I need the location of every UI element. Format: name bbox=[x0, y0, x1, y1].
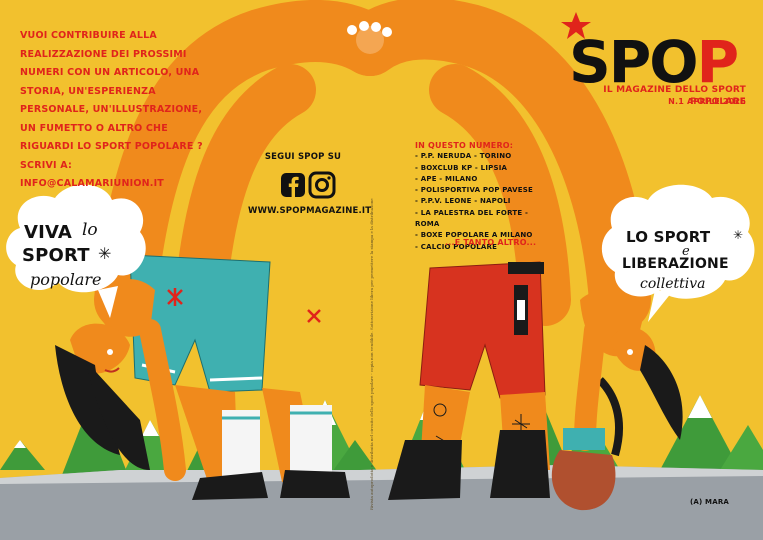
left-bubble-asterisk-icon: ✳ bbox=[98, 246, 112, 263]
red-star-icon bbox=[561, 12, 591, 39]
right-bubble-line4: collettiva bbox=[640, 276, 706, 292]
left-speech-bubble bbox=[6, 184, 146, 318]
spop-logo: SPOP bbox=[569, 28, 739, 96]
contents-list: In questo numero: - P.P. Neruda - Torino… bbox=[415, 140, 550, 253]
right-bubble-line1: Lo Sport bbox=[626, 228, 711, 246]
tagline: Il magazine dello sport popolare bbox=[603, 85, 746, 107]
contents-item: - Calcio Popolare bbox=[415, 242, 498, 251]
spine-text: Rivista autoprodotta e distribuita nel c… bbox=[369, 198, 374, 510]
left-bubble-line1: Viva bbox=[24, 222, 73, 243]
social-icons bbox=[277, 170, 337, 200]
contents-heading: In questo numero: bbox=[415, 141, 514, 150]
contribute-text: Vuoi contribuire alla realizzazione dei … bbox=[20, 30, 203, 189]
left-bubble-line3: Sport bbox=[22, 245, 90, 266]
more-content: ...E tanto altro... bbox=[445, 238, 537, 247]
right-bubble-line3: Liberazione bbox=[622, 256, 729, 272]
website-link[interactable]: www.spopmagazine.it bbox=[248, 206, 372, 216]
follow-label: Segui SPOP su bbox=[264, 152, 342, 162]
right-bubble-asterisk-icon: ✳ bbox=[733, 228, 744, 242]
contents-item: - La Palestra del Forte - Roma bbox=[415, 208, 529, 229]
left-bubble-line4: popolare bbox=[30, 270, 102, 289]
contents-item: - Boxe Popolare a Milano bbox=[415, 231, 533, 240]
left-bubble-line2: lo bbox=[82, 220, 98, 240]
contents-item: - P.P. Neruda - Torino bbox=[415, 152, 512, 161]
right-bubble-line2: e bbox=[682, 244, 690, 259]
contents-item: - BoxClub KP - Lipsia bbox=[415, 163, 508, 172]
contents-item: - Polisportiva Pop Pavese bbox=[415, 186, 533, 195]
contents-item: - P.P.V. Leone - Napoli bbox=[415, 197, 511, 206]
facebook-icon[interactable] bbox=[281, 173, 305, 197]
instagram-icon[interactable] bbox=[308, 171, 336, 199]
illustrator-credit: (a) mara bbox=[690, 498, 730, 506]
right-speech-bubble bbox=[601, 184, 755, 322]
issue-number: N.1 Aprile 2026 bbox=[668, 97, 746, 106]
right-athlete bbox=[388, 261, 683, 511]
left-athlete bbox=[55, 254, 350, 500]
contents-item: - Ape - Milano bbox=[415, 174, 478, 183]
